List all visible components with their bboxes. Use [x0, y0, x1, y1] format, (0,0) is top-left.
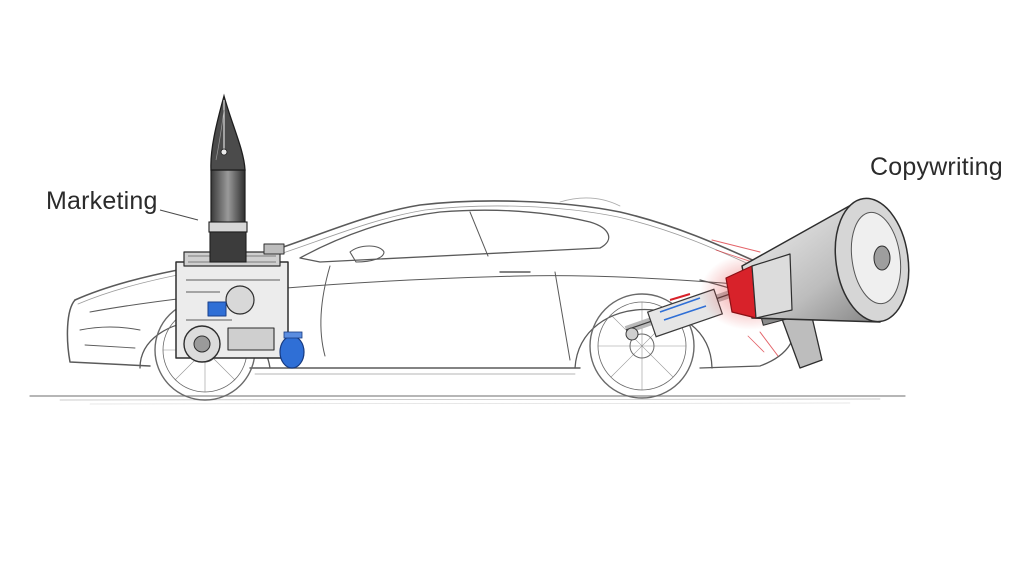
fountain-pen-nib-icon	[208, 93, 248, 263]
engine-blue-canister	[279, 331, 305, 369]
rear-wheel	[589, 293, 695, 399]
engine-block-icon	[175, 243, 289, 363]
copywriting-label: Copywriting	[870, 153, 1003, 181]
red-streaks	[711, 239, 779, 357]
marketing-leader-line	[159, 209, 199, 221]
marketing-label: Marketing	[46, 187, 158, 215]
ground-line	[29, 395, 906, 405]
megaphone-icon	[725, 197, 910, 369]
